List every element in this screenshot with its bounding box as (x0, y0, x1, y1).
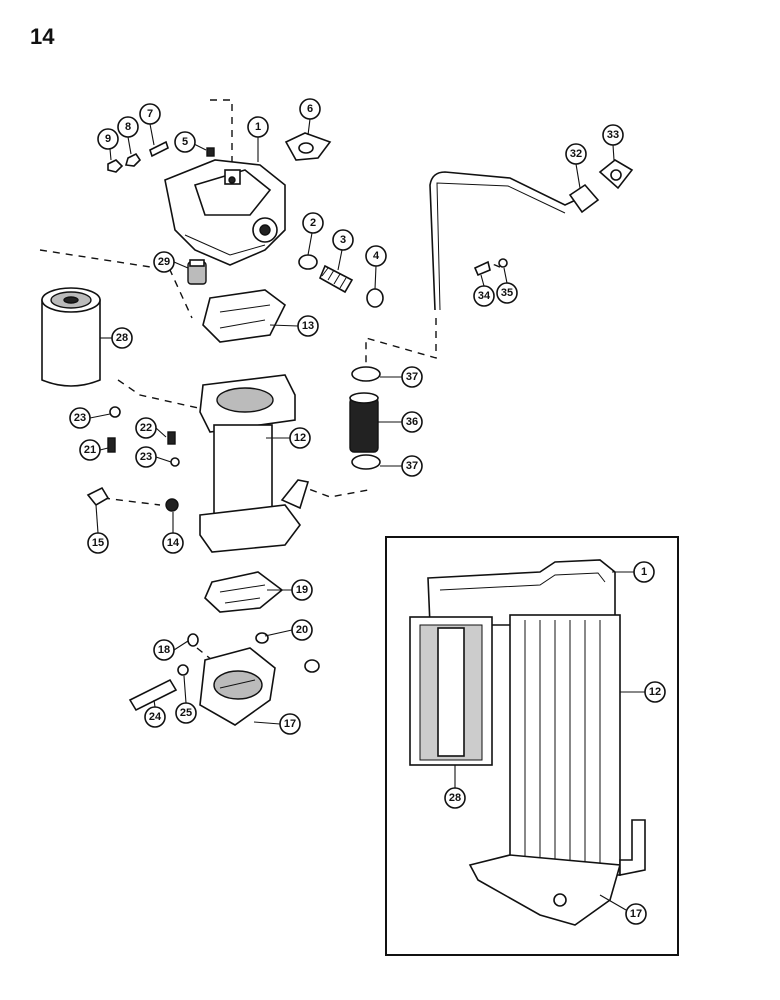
callout-17: 17 (279, 713, 301, 735)
body-hardware (86, 406, 180, 512)
callout-37-lower: 37 (401, 455, 423, 477)
svg-text:37: 37 (406, 460, 418, 472)
svg-text:3: 3 (340, 234, 346, 246)
callout-7: 7 (139, 103, 161, 125)
callout-3: 3 (332, 229, 354, 251)
callout-32: 32 (565, 143, 587, 165)
oil-cooler-body (199, 374, 310, 553)
svg-text:14: 14 (167, 537, 180, 549)
callout-29: 29 (153, 251, 175, 273)
svg-text:35: 35 (501, 287, 513, 299)
callout-12: 12 (289, 427, 311, 449)
callout-4: 4 (365, 245, 387, 267)
svg-text:28: 28 (116, 332, 128, 344)
svg-text:32: 32 (570, 148, 582, 160)
svg-text:37: 37 (406, 371, 418, 383)
callout-25: 25 (175, 702, 197, 724)
svg-text:36: 36 (406, 416, 418, 428)
cooler-base (199, 647, 276, 726)
svg-text:12: 12 (294, 432, 306, 444)
callout-37-upper: 37 (401, 366, 423, 388)
callout-24: 24 (144, 706, 166, 728)
callout-36: 36 (401, 411, 423, 433)
svg-text:19: 19 (296, 584, 308, 596)
inset-callout-28: 28 (444, 787, 466, 809)
svg-text:13: 13 (302, 320, 314, 332)
oil-filter-cartridge (41, 287, 101, 387)
callout-19: 19 (291, 579, 313, 601)
hose-and-clamps (349, 366, 381, 470)
svg-text:17: 17 (630, 908, 642, 920)
callout-23-upper: 23 (69, 407, 91, 429)
callout-8: 8 (117, 116, 139, 138)
page-number: 14 (30, 24, 55, 49)
callout-5: 5 (174, 131, 196, 153)
svg-text:25: 25 (180, 707, 192, 719)
head-gasket (284, 132, 332, 161)
svg-text:9: 9 (105, 133, 111, 145)
base-bolt-washer (128, 664, 189, 712)
svg-text:28: 28 (449, 792, 461, 804)
svg-text:7: 7 (147, 108, 153, 120)
callout-23-lower: 23 (135, 446, 157, 468)
callout-2: 2 (302, 212, 324, 234)
cross-section-inset (385, 536, 679, 956)
svg-text:15: 15 (92, 537, 104, 549)
callout-34: 34 (473, 285, 495, 307)
filter-base-gasket (202, 289, 287, 343)
svg-text:2: 2 (310, 217, 316, 229)
svg-text:17: 17 (284, 718, 296, 730)
callout-22: 22 (135, 417, 157, 439)
oil-cooler-head (164, 159, 286, 266)
callout-14: 14 (162, 532, 184, 554)
svg-text:33: 33 (607, 129, 619, 141)
svg-text:34: 34 (478, 290, 491, 302)
tube-bolt-washer (473, 258, 508, 277)
callout-20: 20 (291, 619, 313, 641)
callout-35: 35 (496, 282, 518, 304)
svg-text:24: 24 (149, 711, 162, 723)
svg-text:12: 12 (649, 686, 661, 698)
svg-text:29: 29 (158, 256, 170, 268)
svg-text:6: 6 (307, 103, 313, 115)
callout-33: 33 (602, 124, 624, 146)
svg-text:1: 1 (641, 566, 647, 578)
svg-text:20: 20 (296, 624, 308, 636)
callout-18: 18 (153, 639, 175, 661)
callout-28: 28 (111, 327, 133, 349)
svg-text:5: 5 (182, 136, 188, 148)
leader-lines (89, 118, 645, 911)
callout-15: 15 (87, 532, 109, 554)
svg-text:8: 8 (125, 121, 131, 133)
head-hardware (107, 140, 215, 173)
callout-6: 6 (299, 98, 321, 120)
svg-text:4: 4 (373, 250, 380, 262)
inset-callout-17: 17 (625, 903, 647, 925)
svg-text:22: 22 (140, 422, 152, 434)
cooler-bottom-gasket (204, 571, 284, 613)
svg-text:1: 1 (255, 121, 261, 133)
fitting (187, 259, 207, 285)
tube-gasket (598, 159, 634, 190)
callout-9: 9 (97, 128, 119, 150)
svg-text:23: 23 (140, 451, 152, 463)
inset-callout-12: 12 (644, 681, 666, 703)
svg-text:23: 23 (74, 412, 86, 424)
svg-text:21: 21 (84, 444, 96, 456)
callout-labels: 1 2 3 4 5 6 7 8 9 12 13 14 15 17 18 19 2… (69, 98, 666, 925)
inset-callout-1: 1 (633, 561, 655, 583)
callout-1: 1 (247, 116, 269, 138)
callout-13: 13 (297, 315, 319, 337)
oil-line-tube (429, 171, 600, 311)
svg-text:18: 18 (158, 644, 170, 656)
callout-21: 21 (79, 439, 101, 461)
